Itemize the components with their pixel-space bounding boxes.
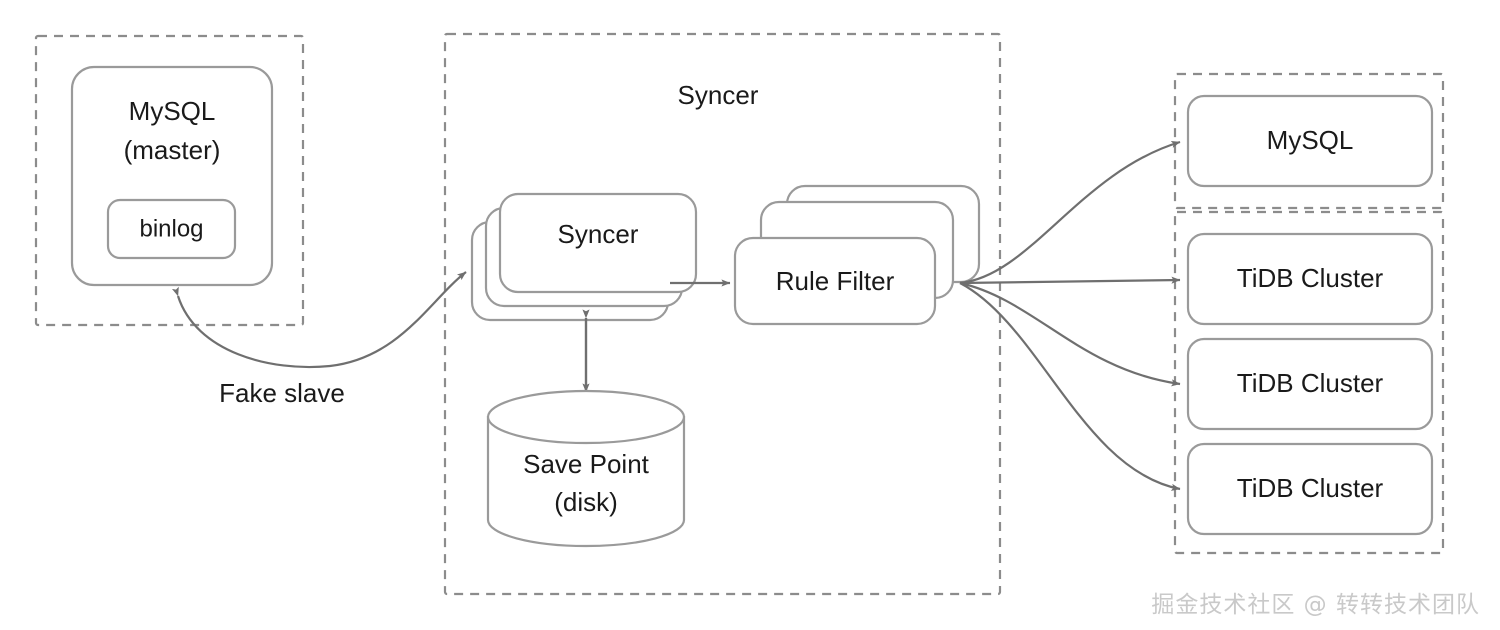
node-rule-filter-stack[interactable]: Rule Filter [733, 184, 981, 326]
target-tidb-2-card [1186, 337, 1434, 431]
target-tidb-1-card [1186, 232, 1434, 326]
target-tidb-2-label: TiDB Cluster [1237, 368, 1384, 398]
target-tidb-3-card [1186, 442, 1434, 536]
syncer-group-title: Syncer [678, 80, 759, 110]
edge-rule-filter-to-tidb-1 [959, 276, 1181, 285]
node-target-tidb-2[interactable]: TiDB Cluster [1186, 337, 1434, 431]
group-mysql-target-boundary [1173, 72, 1445, 210]
save-point-label-line2: (disk) [554, 487, 618, 517]
mysql-master-label-line2: (master) [124, 135, 221, 165]
syncer-card-front [498, 192, 698, 294]
target-mysql-card [1186, 94, 1434, 188]
node-target-tidb-1[interactable]: TiDB Cluster [1186, 232, 1434, 326]
node-binlog[interactable]: binlog [106, 198, 237, 260]
edge-rule-filter-to-mysql [959, 140, 1181, 285]
syncer-node-label: Syncer [558, 219, 639, 249]
edge-fake-slave [171, 271, 467, 369]
node-target-tidb-3[interactable]: TiDB Cluster [1186, 442, 1434, 536]
group-source-boundary [34, 34, 305, 327]
node-target-mysql[interactable]: MySQL [1186, 94, 1434, 188]
binlog-card [106, 198, 237, 260]
save-point-cylinder-body [486, 415, 686, 548]
mysql-master-label-line1: MySQL [129, 96, 216, 126]
rule-filter-card-front [733, 236, 937, 326]
watermark: 掘金技术社区 @ 转转技术团队 [1151, 592, 1480, 618]
save-point-label-line1: Save Point [523, 449, 650, 479]
target-tidb-1-label: TiDB Cluster [1237, 263, 1384, 293]
fake-slave-label: Fake slave [219, 378, 345, 408]
rule-filter-label: Rule Filter [776, 266, 895, 296]
target-tidb-3-label: TiDB Cluster [1237, 473, 1384, 503]
edge-rule-filter-to-tidb-3 [959, 282, 1181, 491]
target-mysql-label: MySQL [1267, 125, 1354, 155]
node-save-point[interactable]: Save Point (disk) [486, 389, 686, 548]
edge-rule-filter-to-tidb-2 [959, 281, 1181, 387]
node-syncer-stack[interactable]: Syncer [470, 192, 698, 322]
group-syncer-boundary [443, 32, 1002, 596]
binlog-label: binlog [139, 215, 203, 242]
save-point-cylinder-top [486, 389, 686, 445]
